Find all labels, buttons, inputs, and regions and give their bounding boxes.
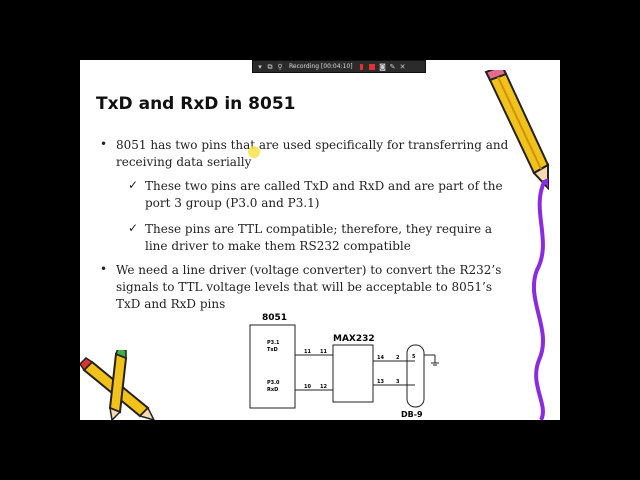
serial-diagram: 8051 P3.1 TxD P3.0 RxD MAX232 11 11 10 1… — [249, 313, 439, 419]
subbullet-port3: These two pins are called TxD and RxD an… — [145, 179, 503, 210]
driver-box — [332, 344, 374, 403]
crossed-pencils-icon — [80, 350, 155, 420]
squiggle-icon — [531, 180, 547, 420]
pin-number: 10 — [304, 384, 311, 390]
pin-number: 3 — [396, 379, 400, 385]
check-icon: ✓ — [128, 221, 139, 235]
pin-number: 5 — [412, 354, 416, 360]
pin-number: 13 — [377, 379, 384, 385]
pin-number: 11 — [304, 349, 311, 355]
bullet-marker: • — [100, 137, 108, 151]
recording-toolbar: ▾ ⧉ ⚲ Recording [00:04:10] ◙ ✎ ✕ — [252, 60, 426, 73]
driver-label: MAX232 — [333, 334, 375, 344]
cursor-highlight — [248, 146, 260, 158]
pin-number: 12 — [320, 384, 327, 390]
dropdown-icon[interactable]: ▾ — [258, 62, 262, 71]
pin-rxd-name: RxD — [267, 387, 278, 393]
pin-number: 2 — [396, 355, 400, 361]
pin-number: 14 — [377, 355, 384, 361]
slide-title: TxD and RxD in 8051 — [96, 94, 296, 114]
pen-icon[interactable]: ✎ — [389, 62, 396, 71]
window-icon[interactable]: ⧉ — [267, 62, 273, 71]
bullet-serial-pins: 8051 has two pins that are used specific… — [116, 138, 509, 169]
connector-label: DB-9 — [401, 410, 423, 419]
subbullet-ttl: These pins are TTL compatible; therefore… — [145, 222, 493, 253]
slide: TxD and RxD in 8051 • 8051 has two pins … — [80, 60, 560, 420]
bullet-line-driver: We need a line driver (voltage converter… — [116, 263, 502, 311]
db9-connector — [406, 344, 425, 408]
close-icon[interactable]: ✕ — [399, 62, 406, 71]
camera-icon[interactable]: ◙ — [379, 62, 386, 71]
pin-txd-name: TxD — [267, 347, 278, 353]
mcu-label: 8051 — [262, 313, 287, 323]
pin-rxd-label: P3.0 — [267, 380, 280, 386]
pin-number: 11 — [320, 349, 327, 355]
pencil-icon — [484, 70, 550, 190]
bullet-marker: • — [100, 262, 108, 276]
search-icon[interactable]: ⚲ — [277, 62, 283, 71]
stop-icon[interactable] — [368, 63, 375, 70]
pin-txd-label: P3.1 — [267, 340, 280, 346]
recording-label: Recording [00:04:10] — [289, 63, 353, 70]
mcu-box — [249, 324, 296, 409]
pause-icon[interactable] — [359, 63, 363, 70]
check-icon: ✓ — [128, 178, 139, 192]
